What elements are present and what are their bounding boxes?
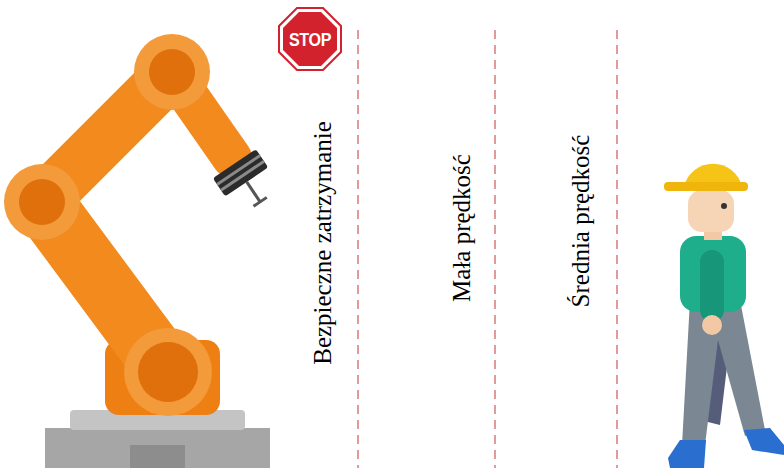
worker-pants [682, 300, 765, 445]
tool-ring [220, 160, 265, 192]
robot-joint-inner [149, 49, 195, 95]
stop-sign-border [279, 8, 341, 70]
robot-base [45, 428, 270, 468]
tool-clamp [213, 149, 268, 196]
worker-shoe [744, 428, 784, 455]
tool-ring [216, 154, 261, 186]
tool-pin [253, 197, 266, 206]
robot-tool [213, 149, 282, 216]
stop-sign [283, 12, 337, 66]
zone-label: Średnia prędkość [568, 135, 593, 308]
zone-label: Bezpieczne zatrzymanie [310, 121, 335, 365]
robot-joint [134, 34, 210, 110]
worker-shoe [668, 440, 706, 468]
stop-text: STOP [289, 30, 331, 49]
robot-joint-inner [138, 342, 198, 402]
zone-boundary [357, 30, 359, 468]
zone-boundary [494, 30, 496, 468]
robot-base-slot [130, 445, 185, 468]
robot-joint [124, 328, 212, 416]
worker-arm [700, 250, 724, 322]
zone-label: Mała prędkość [449, 154, 474, 302]
worker-helmet-brim [664, 182, 748, 191]
robot-joint-inner [19, 179, 65, 225]
tool-pin [247, 182, 260, 202]
worker-eye [721, 203, 727, 209]
zone-boundary [616, 30, 618, 468]
robot-joint [4, 164, 80, 240]
worker-hand [702, 315, 722, 335]
worker-face [688, 190, 734, 232]
